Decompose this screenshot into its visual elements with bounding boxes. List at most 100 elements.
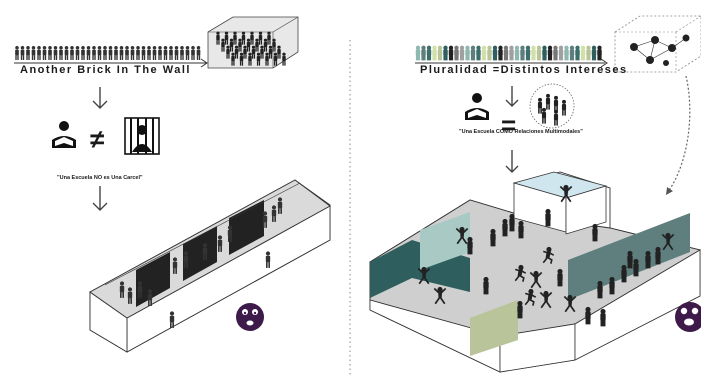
sad-face-icon bbox=[236, 303, 264, 331]
student-reading-icon bbox=[52, 121, 76, 148]
right-title: Pluralidad =Distintos Intereses bbox=[420, 64, 628, 76]
person-figure bbox=[443, 45, 448, 61]
person-figure bbox=[509, 213, 515, 232]
person-figure bbox=[545, 208, 551, 227]
person-figure bbox=[15, 46, 19, 60]
left-title: Another Brick In The Wall bbox=[20, 64, 191, 76]
person-figure bbox=[448, 45, 454, 61]
person-figure bbox=[591, 45, 597, 61]
down-arrow bbox=[92, 186, 108, 211]
person-figure bbox=[174, 46, 179, 60]
person-figure bbox=[81, 46, 85, 60]
person-figure bbox=[585, 306, 591, 325]
person-figure bbox=[180, 46, 184, 60]
person-figure bbox=[282, 52, 286, 66]
down-arrow bbox=[505, 150, 519, 173]
person-figure bbox=[518, 220, 524, 239]
person-figure bbox=[502, 218, 508, 237]
person-figure bbox=[64, 46, 69, 60]
person-figure bbox=[119, 46, 124, 60]
person-figure bbox=[580, 45, 586, 61]
person-figure bbox=[503, 45, 509, 61]
person-figure bbox=[147, 46, 151, 60]
person-figure bbox=[553, 45, 558, 61]
person-figure bbox=[421, 45, 426, 61]
crowded-box bbox=[207, 16, 299, 69]
person-figure bbox=[465, 45, 470, 61]
right-caption: "Una Escuela COMO Relaciones Multimodale… bbox=[459, 129, 583, 135]
person-figure bbox=[558, 45, 564, 61]
person-figure bbox=[655, 246, 661, 265]
person-figure bbox=[114, 46, 118, 60]
person-figure bbox=[75, 46, 80, 60]
person-figure bbox=[517, 300, 523, 319]
person-figure bbox=[490, 228, 496, 247]
person-figure bbox=[547, 45, 553, 61]
person-figure bbox=[645, 250, 651, 269]
person-figure bbox=[525, 45, 531, 61]
person-figure bbox=[141, 46, 146, 60]
person-figure bbox=[467, 236, 473, 255]
person-figure bbox=[536, 45, 542, 61]
person-figure bbox=[470, 45, 476, 61]
person-figure bbox=[158, 46, 162, 60]
person-figure bbox=[542, 45, 547, 61]
equal-symbol: = bbox=[501, 110, 517, 140]
person-figure bbox=[169, 46, 173, 60]
person-figure bbox=[426, 45, 432, 61]
person-figure bbox=[627, 250, 633, 269]
person-figure bbox=[191, 46, 195, 60]
partition-wall bbox=[136, 252, 170, 307]
person-figure bbox=[97, 46, 102, 60]
left-panel bbox=[14, 16, 331, 353]
not-equal-symbol: ≠ bbox=[90, 124, 105, 154]
person-figure bbox=[609, 276, 615, 295]
person-figure bbox=[31, 46, 36, 60]
dotted-arrow bbox=[665, 75, 691, 195]
network-box bbox=[614, 15, 701, 73]
person-figure bbox=[92, 46, 96, 60]
person-figure bbox=[557, 268, 563, 287]
group-network-icon bbox=[529, 83, 575, 129]
person-figure bbox=[59, 46, 63, 60]
person-figure bbox=[152, 46, 157, 60]
person-figure bbox=[437, 45, 443, 61]
person-figure bbox=[48, 46, 52, 60]
person-figure bbox=[26, 46, 30, 60]
person-figure bbox=[108, 46, 113, 60]
uniform-row-of-people bbox=[15, 46, 201, 60]
person-figure bbox=[483, 276, 489, 295]
person-figure bbox=[586, 45, 591, 61]
person-figure bbox=[621, 264, 627, 283]
person-figure bbox=[597, 45, 602, 61]
person-figure bbox=[42, 46, 47, 60]
student-reading-icon bbox=[465, 93, 489, 120]
person-figure bbox=[459, 45, 465, 61]
person-figure bbox=[454, 45, 459, 61]
person-figure bbox=[498, 45, 503, 61]
person-figure bbox=[633, 258, 639, 277]
person-figure bbox=[592, 223, 598, 242]
person-figure bbox=[509, 45, 514, 61]
person-figure bbox=[432, 45, 437, 61]
person-figure bbox=[481, 45, 487, 61]
person-figure bbox=[564, 45, 569, 61]
person-figure bbox=[514, 45, 520, 61]
diverse-row-of-people bbox=[415, 45, 602, 61]
person-figure bbox=[600, 308, 606, 327]
person-figure bbox=[492, 45, 498, 61]
prisoner-icon bbox=[124, 117, 160, 155]
down-arrow bbox=[92, 87, 108, 109]
olive-wall bbox=[470, 300, 518, 356]
left-caption: "Una Escuela NO es Una Carcel" bbox=[57, 175, 143, 181]
person-figure bbox=[86, 46, 91, 60]
segmented-classroom-block bbox=[89, 179, 331, 353]
person-figure bbox=[569, 45, 575, 61]
person-figure bbox=[130, 46, 135, 60]
person-figure bbox=[163, 46, 168, 60]
down-arrow bbox=[505, 86, 519, 107]
person-figure bbox=[53, 46, 58, 60]
person-figure bbox=[476, 45, 481, 61]
